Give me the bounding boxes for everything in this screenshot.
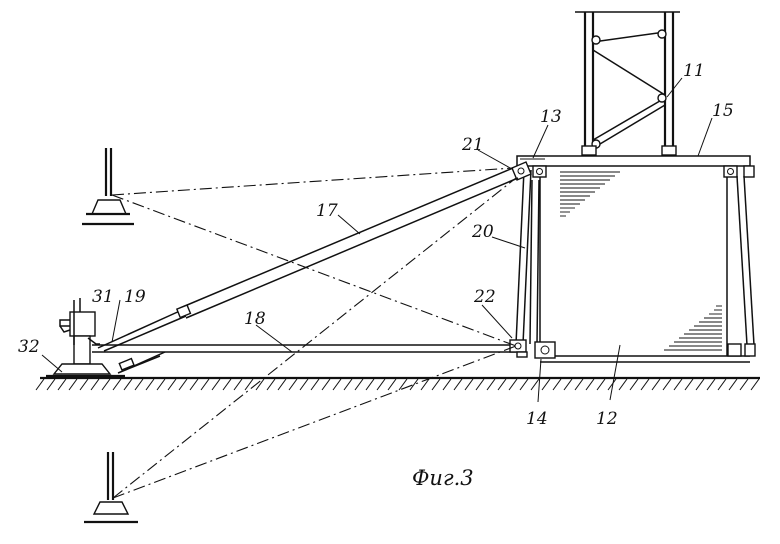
ground-hatch-stroke [629, 378, 639, 391]
ground-hatch-stroke [321, 378, 331, 391]
ground-hatch-stroke [123, 378, 133, 391]
ground-hatch-stroke [585, 378, 595, 391]
ground-hatch-stroke [277, 378, 287, 391]
ground-hatch-stroke [409, 378, 419, 391]
right-legs [727, 175, 756, 357]
ground-hatch-stroke [354, 378, 364, 391]
ground-hatch-stroke [486, 378, 496, 391]
ground-hatch-stroke [750, 378, 760, 391]
jack-31 [59, 298, 100, 365]
ground-hatch-stroke [365, 378, 375, 391]
ground-hatch-stroke [530, 378, 540, 391]
label-19: 19 [124, 287, 146, 307]
label-13: 13 [540, 107, 562, 127]
platform-beam [516, 155, 751, 167]
ground-hatch-stroke [90, 378, 100, 391]
ground-hatch-stroke [266, 378, 276, 391]
ground-hatch-stroke [299, 378, 309, 391]
ground-hatch-stroke [563, 378, 573, 391]
ground-hatch-stroke [618, 378, 628, 391]
ground-hatch-stroke [255, 378, 265, 391]
ground-hatch-stroke [596, 378, 606, 391]
label-22: 22 [473, 287, 496, 307]
ground-hatch-stroke [387, 378, 397, 391]
ground [35, 376, 760, 391]
ground-hatch-stroke [607, 378, 617, 391]
ground-hatch-stroke [134, 378, 144, 391]
ground-hatch-stroke [717, 378, 727, 391]
ground-hatch-stroke [684, 378, 694, 391]
ground-hatch-stroke [288, 378, 298, 391]
ground-hatch-stroke [156, 378, 166, 391]
ground-hatch-stroke [376, 378, 386, 391]
lattice-tower [575, 11, 680, 156]
ground-hatch-stroke [442, 378, 452, 391]
ground-hatch-stroke [68, 378, 78, 391]
ground-hatch-stroke [420, 378, 430, 391]
base-14 [534, 341, 556, 359]
ground-hatch-stroke [46, 378, 56, 391]
ground-hatch-stroke [244, 378, 254, 391]
ground-hatch-stroke [431, 378, 441, 391]
ground-hatch-stroke [695, 378, 705, 391]
ground-hatch-stroke [640, 378, 650, 391]
label-18: 18 [244, 309, 266, 329]
marker-post-upper [82, 148, 134, 226]
hinge-21 [511, 161, 532, 181]
pillar-20 [515, 169, 540, 345]
ground-hatch-stroke [728, 378, 738, 391]
ground-hatch-stroke [508, 378, 518, 391]
ground-hatch-stroke [112, 378, 122, 391]
ground-hatch-stroke [35, 378, 45, 391]
ground-hatch-stroke [651, 378, 661, 391]
ground-hatch-stroke [343, 378, 353, 391]
tie-18 [92, 344, 516, 374]
ground-hatch-stroke [475, 378, 485, 391]
ground-hatch-stroke [57, 378, 67, 391]
ground-hatch-stroke [178, 378, 188, 391]
ground-hatch-stroke [574, 378, 584, 391]
ground-hatch-stroke [233, 378, 243, 391]
label-21: 21 [461, 135, 484, 155]
ground-hatch-stroke [332, 378, 342, 391]
ground-hatch-stroke [222, 378, 232, 391]
label-20: 20 [471, 222, 494, 242]
ground-hatch-stroke [706, 378, 716, 391]
ground-hatch-stroke [310, 378, 320, 391]
ground-hatch-stroke [739, 378, 749, 391]
ground-hatch-stroke [200, 378, 210, 391]
label-31: 31 [92, 287, 114, 307]
ground-hatch-stroke [398, 378, 408, 391]
strut-17 [97, 167, 519, 352]
figure-caption: Фиг.3 [412, 466, 474, 490]
marker-post-lower [84, 452, 138, 524]
ground-hatch-stroke [189, 378, 199, 391]
label-17: 17 [316, 201, 338, 221]
label-11: 11 [683, 61, 705, 81]
ground-hatch-stroke [145, 378, 155, 391]
ground-hatch-stroke [101, 378, 111, 391]
leader-lines [41, 77, 713, 403]
ground-hatch-stroke [519, 378, 529, 391]
support-block [532, 165, 755, 363]
ground-hatch-stroke [662, 378, 672, 391]
label-14: 14 [526, 409, 548, 429]
label-15: 15 [712, 101, 734, 121]
ground-hatch-stroke [497, 378, 507, 391]
ground-hatch-stroke [552, 378, 562, 391]
ground-hatch-stroke [673, 378, 683, 391]
label-12: 12 [596, 409, 618, 429]
hinge-22 [509, 339, 528, 358]
ground-hatch-stroke [167, 378, 177, 391]
ground-hatch-stroke [541, 378, 551, 391]
ground-hatch-stroke [464, 378, 474, 391]
label-32: 32 [18, 337, 40, 357]
ground-hatch-stroke [211, 378, 221, 391]
sight-lines [111, 167, 517, 499]
ground-hatch-stroke [453, 378, 463, 391]
ground-hatch-stroke [79, 378, 89, 391]
base-plate-32 [46, 363, 125, 378]
